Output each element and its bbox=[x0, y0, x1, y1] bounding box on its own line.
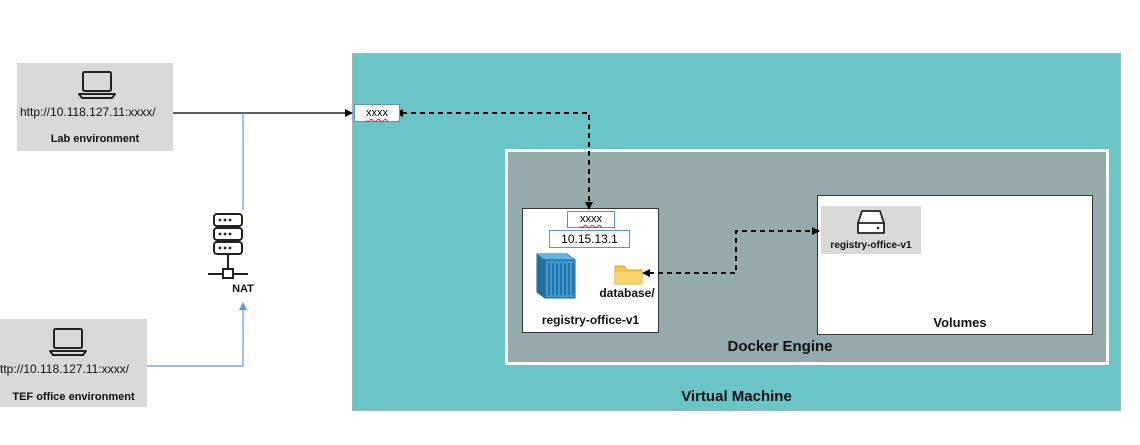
container-ip-box: 10.15.13.1 bbox=[549, 230, 630, 248]
laptop-icon bbox=[49, 328, 87, 356]
docker-engine-label: Docker Engine bbox=[727, 338, 833, 355]
server-icon bbox=[208, 213, 248, 279]
database-to-volume-connector bbox=[642, 227, 820, 277]
virtual-machine-label: Virtual Machine bbox=[681, 388, 792, 405]
folder-icon bbox=[614, 265, 643, 285]
laptop-icon bbox=[78, 71, 116, 99]
tef-office-environment-box bbox=[0, 319, 147, 407]
lab-url: http://10.118.127.11:xxxx/ bbox=[20, 105, 156, 119]
volumes-label: Volumes bbox=[933, 315, 987, 330]
nat-label: NAT bbox=[232, 283, 254, 295]
container-port-box: xxxx bbox=[567, 211, 615, 228]
tef-office-environment-label: TEF office environment bbox=[12, 391, 135, 403]
lab-environment-label: Lab environment bbox=[50, 133, 140, 145]
vm-port-to-container-port-connector bbox=[395, 109, 593, 210]
tef-to-nat-connector bbox=[147, 302, 247, 367]
lab-environment-box bbox=[17, 63, 173, 151]
storage-drive-icon bbox=[857, 210, 885, 234]
volume-item-label: registry-office-v1 bbox=[830, 240, 912, 251]
vm-port-box: xxxx bbox=[354, 104, 400, 122]
tef-url: ttp://10.118.127.11:xxxx/ bbox=[0, 362, 129, 376]
database-folder-label: database/ bbox=[599, 286, 655, 300]
docker-container-icon bbox=[536, 253, 576, 299]
container-label: registry-office-v1 bbox=[541, 313, 640, 327]
